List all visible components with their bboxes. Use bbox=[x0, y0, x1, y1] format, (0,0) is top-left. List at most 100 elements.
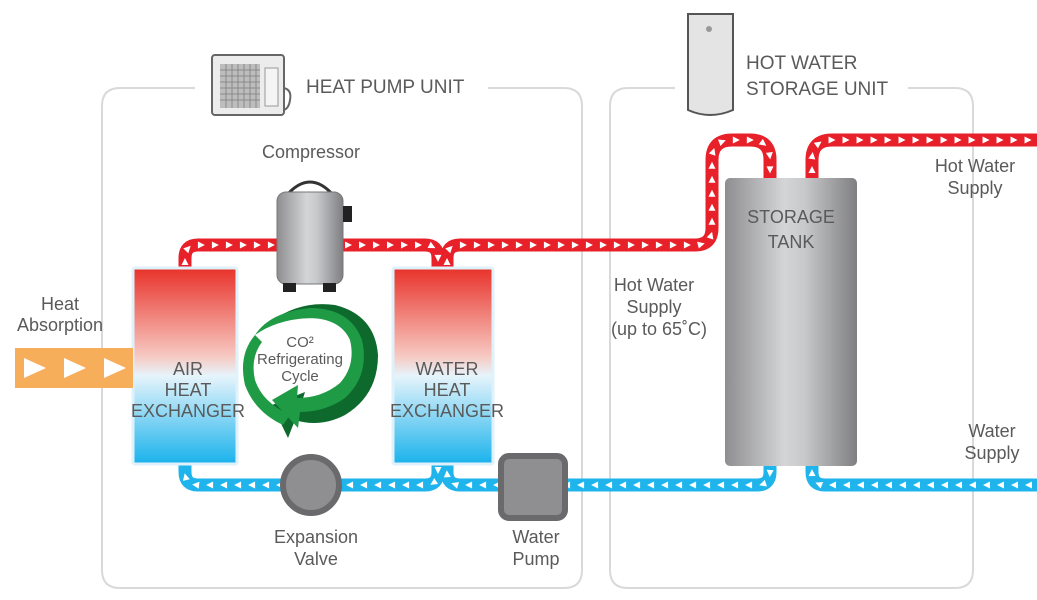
expansion-valve-label-1: Expansion bbox=[274, 527, 358, 547]
flow-arrow bbox=[954, 136, 962, 144]
flow-arrow bbox=[982, 136, 990, 144]
flow-arrow bbox=[683, 241, 691, 249]
flow-arrow bbox=[717, 139, 726, 147]
flow-arrow bbox=[360, 481, 368, 489]
air-hx-label-1: AIR bbox=[173, 359, 203, 379]
flow-arrow bbox=[732, 136, 740, 144]
flow-arrow bbox=[898, 136, 906, 144]
flow-arrow bbox=[387, 241, 394, 249]
flow-arrow bbox=[619, 481, 627, 489]
cold-pipe-tank-to-water-hx bbox=[440, 462, 777, 492]
flow-arrow bbox=[197, 241, 205, 249]
hot-pipe-air-to-compressor bbox=[178, 238, 285, 270]
flow-arrow bbox=[955, 481, 962, 489]
cycle-label-2: Refrigerating bbox=[257, 351, 343, 368]
heat-absorption-label-1: Heat bbox=[41, 294, 79, 314]
water-pump-label-1: Water bbox=[512, 527, 559, 547]
flow-arrow bbox=[402, 481, 410, 489]
water-supply-in-2: Supply bbox=[964, 443, 1019, 463]
flow-arrow bbox=[599, 241, 607, 249]
water-pump-label-2: Pump bbox=[512, 549, 559, 569]
flow-arrow bbox=[239, 241, 247, 249]
flow-arrow bbox=[262, 481, 270, 489]
heat-absorption-label-2: Absorption bbox=[17, 315, 103, 335]
flow-arrow bbox=[465, 481, 473, 489]
flow-arrow bbox=[927, 481, 934, 489]
heat-absorption-arrows bbox=[15, 348, 133, 388]
flow-arrow bbox=[766, 469, 774, 477]
flow-arrow bbox=[591, 481, 599, 489]
flow-arrow bbox=[605, 481, 613, 489]
flow-arrow bbox=[717, 481, 725, 489]
flow-arrow bbox=[689, 481, 697, 489]
flow-arrow bbox=[183, 245, 191, 254]
flow-arrow bbox=[1024, 136, 1032, 144]
outdoor-unit-icon bbox=[211, 54, 292, 116]
flow-arrow bbox=[445, 245, 453, 254]
flow-arrow bbox=[633, 481, 641, 489]
flow-arrow bbox=[765, 151, 773, 160]
water-hx-label-1: WATER bbox=[416, 359, 479, 379]
flow-arrow bbox=[829, 481, 836, 489]
hot-water-supply-out-1: Hot Water bbox=[935, 156, 1015, 176]
flow-arrow bbox=[885, 481, 892, 489]
flow-arrow bbox=[940, 136, 948, 144]
flow-arrow bbox=[374, 481, 382, 489]
flow-arrow bbox=[759, 479, 767, 487]
flow-arrow bbox=[808, 152, 816, 160]
flow-arrow bbox=[345, 241, 352, 249]
flow-arrow bbox=[613, 241, 621, 249]
flow-arrow bbox=[248, 481, 256, 489]
flow-arrow bbox=[697, 241, 705, 249]
flow-arrow bbox=[899, 481, 906, 489]
heat-pump-unit-frame bbox=[101, 87, 583, 589]
flow-arrow bbox=[359, 241, 366, 249]
hot-water-supply-mid-3: (up to 65˚C) bbox=[611, 319, 707, 339]
flow-arrow bbox=[577, 481, 585, 489]
flow-arrow bbox=[828, 136, 836, 144]
flow-arrow bbox=[459, 241, 467, 249]
flow-arrow bbox=[401, 241, 408, 249]
refrigerating-cycle-icon bbox=[242, 304, 378, 438]
hot-water-supply-out-2: Supply bbox=[947, 178, 1002, 198]
flow-arrow bbox=[647, 481, 655, 489]
flow-arrow bbox=[641, 241, 649, 249]
storage-tank-label-2: TANK bbox=[768, 232, 815, 252]
flow-arrow bbox=[813, 141, 822, 149]
water-hx-label-2: HEAT bbox=[424, 380, 471, 400]
flow-arrow bbox=[808, 166, 816, 173]
flow-arrow bbox=[708, 189, 716, 197]
water-pump-icon bbox=[498, 453, 568, 521]
air-hx-label-3: EXCHANGER bbox=[131, 401, 245, 421]
flow-arrow bbox=[706, 231, 714, 240]
flow-arrow bbox=[220, 481, 228, 489]
expansion-valve-icon bbox=[280, 454, 342, 516]
cold-flow-arrows bbox=[182, 467, 1032, 489]
flow-arrow bbox=[884, 136, 892, 144]
expansion-valve-label-2: Valve bbox=[294, 549, 338, 569]
flow-arrow bbox=[430, 478, 439, 485]
flow-arrow bbox=[941, 481, 948, 489]
flow-arrow bbox=[746, 136, 754, 144]
flow-arrow bbox=[253, 241, 261, 249]
flow-arrow bbox=[434, 467, 442, 474]
flow-arrow bbox=[708, 217, 716, 225]
flow-arrow bbox=[708, 175, 716, 183]
flow-arrow bbox=[669, 241, 677, 249]
flow-arrow bbox=[627, 241, 635, 249]
flow-arrow bbox=[451, 481, 460, 489]
flow-arrow bbox=[758, 138, 767, 146]
flow-arrow bbox=[529, 241, 537, 249]
flow-arrow bbox=[857, 481, 864, 489]
flow-arrow bbox=[1011, 481, 1018, 489]
heat-pump-unit-label: HEAT PUMP UNIT bbox=[306, 77, 465, 98]
storage-unit-label-line2: STORAGE UNIT bbox=[746, 79, 889, 100]
storage-tank bbox=[725, 178, 857, 466]
flow-arrow bbox=[571, 241, 579, 249]
flow-arrow bbox=[996, 136, 1004, 144]
flow-arrow bbox=[983, 481, 990, 489]
flow-arrow bbox=[543, 241, 551, 249]
flow-arrow bbox=[1025, 481, 1032, 489]
flow-arrow bbox=[766, 166, 774, 174]
flow-arrow bbox=[661, 481, 669, 489]
